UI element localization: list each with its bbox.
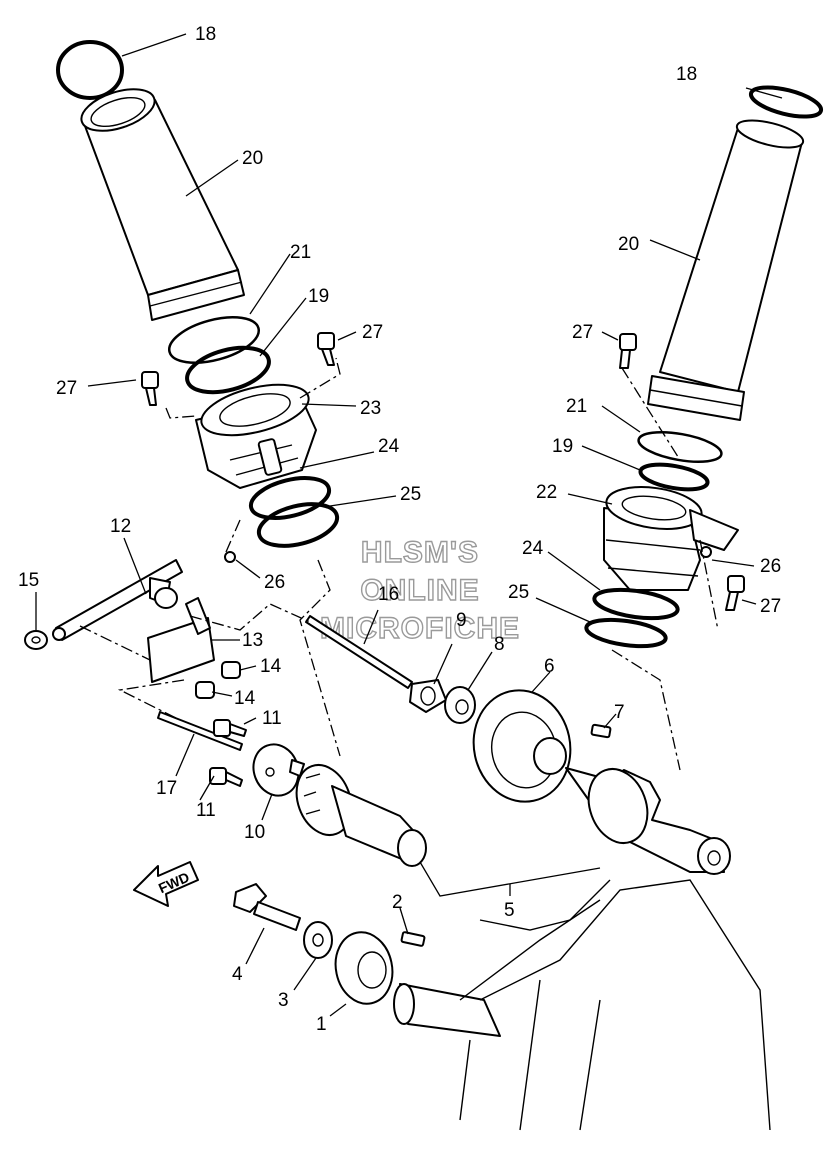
callout-14-b: 14 bbox=[234, 688, 256, 709]
screw-11-b bbox=[209, 767, 243, 787]
callout-17: 17 bbox=[156, 778, 177, 799]
washer-8 bbox=[444, 686, 476, 724]
callout-27-left-b: 27 bbox=[362, 322, 383, 343]
washer-9 bbox=[409, 679, 447, 713]
callout-12: 12 bbox=[110, 516, 131, 537]
alignment-lines bbox=[79, 357, 719, 771]
callout-15: 15 bbox=[18, 570, 39, 591]
callout-13: 13 bbox=[242, 630, 263, 651]
o-ring-19-left bbox=[185, 345, 271, 395]
bolt-4 bbox=[233, 883, 301, 931]
washer-3 bbox=[303, 921, 333, 959]
callout-23: 23 bbox=[360, 398, 381, 419]
callout-27-left-a: 27 bbox=[56, 378, 77, 399]
bolt-27-right-a bbox=[619, 333, 637, 369]
screw-11-a bbox=[213, 719, 247, 737]
callout-9: 9 bbox=[456, 610, 467, 631]
callout-8: 8 bbox=[494, 634, 505, 655]
bolt-27-left-b bbox=[317, 332, 335, 366]
callout-5: 5 bbox=[504, 900, 515, 921]
callout-14-a: 14 bbox=[260, 656, 282, 677]
gear-1 bbox=[334, 931, 394, 1005]
callout-22: 22 bbox=[536, 482, 557, 503]
callout-3: 3 bbox=[278, 990, 289, 1011]
crankshaft bbox=[393, 879, 771, 1131]
o-ring-18-right bbox=[748, 85, 824, 119]
callout-18-left: 18 bbox=[195, 24, 216, 45]
callout-7: 7 bbox=[614, 702, 625, 723]
callout-26-right: 26 bbox=[760, 556, 781, 577]
leader-lines bbox=[35, 33, 783, 1017]
o-ring-24-left bbox=[248, 476, 332, 520]
rod-16 bbox=[305, 615, 413, 689]
plate-13 bbox=[147, 597, 215, 683]
housing-22 bbox=[603, 486, 739, 591]
callout-25-left: 25 bbox=[400, 484, 421, 505]
dowel-26-right bbox=[700, 546, 712, 558]
intake-tube-20-left bbox=[80, 88, 245, 321]
callout-1: 1 bbox=[316, 1014, 327, 1035]
cam-plate-10 bbox=[252, 743, 305, 797]
watermark: HLSM'S ONLINE MICROFICHE bbox=[319, 535, 520, 645]
housing-23 bbox=[195, 383, 317, 489]
callout-20-left: 20 bbox=[242, 148, 263, 169]
o-ring-24-right bbox=[592, 587, 680, 621]
o-ring-25-right bbox=[584, 617, 668, 649]
gear-5-right bbox=[565, 767, 731, 875]
o-ring-19-right bbox=[638, 462, 710, 492]
callout-21-left: 21 bbox=[290, 242, 311, 263]
gear-5-left bbox=[295, 764, 427, 867]
watermark-line-3: MICROFICHE bbox=[320, 612, 520, 645]
seal-21-right bbox=[637, 431, 723, 463]
bolt-27-right-b bbox=[725, 575, 745, 611]
callout-24-right: 24 bbox=[522, 538, 544, 559]
callout-26-left: 26 bbox=[264, 572, 285, 593]
o-ring-25-left bbox=[256, 502, 340, 548]
dowel-26-left bbox=[224, 551, 236, 563]
key-7 bbox=[590, 723, 612, 739]
callout-18-right: 18 bbox=[676, 64, 697, 85]
shaft-12 bbox=[52, 559, 183, 641]
washer-15 bbox=[24, 630, 48, 650]
callout-24-left: 24 bbox=[378, 436, 400, 457]
bolt-27-left-a bbox=[141, 371, 159, 406]
callout-27-right-a: 27 bbox=[572, 322, 593, 343]
callout-27-right-b: 27 bbox=[760, 596, 781, 617]
gear-6 bbox=[472, 689, 572, 803]
callout-labels: 18 20 21 19 27 27 23 24 25 26 18 20 27 2… bbox=[18, 24, 781, 1035]
callout-19-right: 19 bbox=[552, 436, 573, 457]
callout-19-left: 19 bbox=[308, 286, 329, 307]
callout-4: 4 bbox=[232, 964, 243, 985]
callout-11-a: 11 bbox=[262, 708, 282, 729]
watermark-line-2: ONLINE bbox=[360, 574, 479, 607]
key-2 bbox=[400, 931, 426, 947]
callout-21-right: 21 bbox=[566, 396, 587, 417]
intake-tube-20-right bbox=[647, 119, 805, 421]
callout-10: 10 bbox=[244, 822, 265, 843]
fwd-direction-arrow: FWD bbox=[133, 861, 199, 907]
callout-20-right: 20 bbox=[618, 234, 639, 255]
bolt-14-a bbox=[221, 661, 241, 679]
bolt-14-b bbox=[195, 681, 215, 699]
callout-2: 2 bbox=[392, 892, 403, 913]
seal-21-left bbox=[168, 316, 260, 364]
fwd-arrow-label: FWD bbox=[156, 869, 192, 897]
watermark-line-1: HLSM'S bbox=[361, 536, 479, 569]
callout-6: 6 bbox=[544, 656, 555, 677]
callout-25-right: 25 bbox=[508, 582, 529, 603]
callout-16: 16 bbox=[378, 584, 399, 605]
o-ring-18-left bbox=[56, 40, 124, 100]
callout-11-b: 11 bbox=[196, 800, 216, 821]
